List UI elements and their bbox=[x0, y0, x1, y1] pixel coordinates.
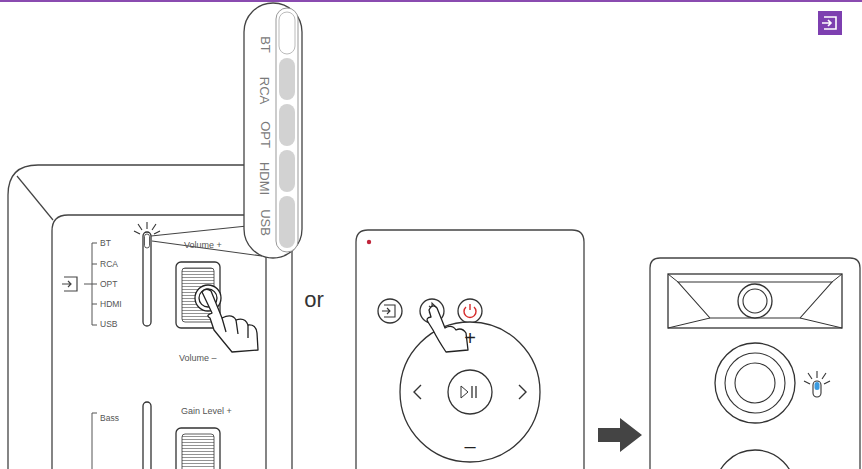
callout-source-label: RCA bbox=[258, 76, 271, 103]
panel-source-label: USB bbox=[100, 320, 117, 329]
control-label: Volume – bbox=[179, 354, 217, 363]
panel-source-label: HDMI bbox=[100, 300, 122, 309]
remote-key-symbol: + bbox=[464, 328, 476, 348]
panel-source-label: BT bbox=[100, 239, 111, 248]
callout-source-label: HDMI bbox=[259, 161, 272, 194]
control-label: Gain Level + bbox=[181, 407, 232, 416]
remote-key-symbol: – bbox=[464, 436, 475, 456]
control-label: Volume + bbox=[184, 241, 222, 250]
panel-source-label: OPT bbox=[100, 280, 117, 289]
callout-source-label: BT bbox=[259, 36, 272, 53]
panel-source-label: RCA bbox=[100, 260, 118, 269]
connector-word: or bbox=[304, 289, 324, 311]
callout-source-label: USB bbox=[258, 209, 271, 236]
callout-source-label: OPT bbox=[258, 121, 271, 148]
control-label: Bass bbox=[100, 414, 119, 423]
